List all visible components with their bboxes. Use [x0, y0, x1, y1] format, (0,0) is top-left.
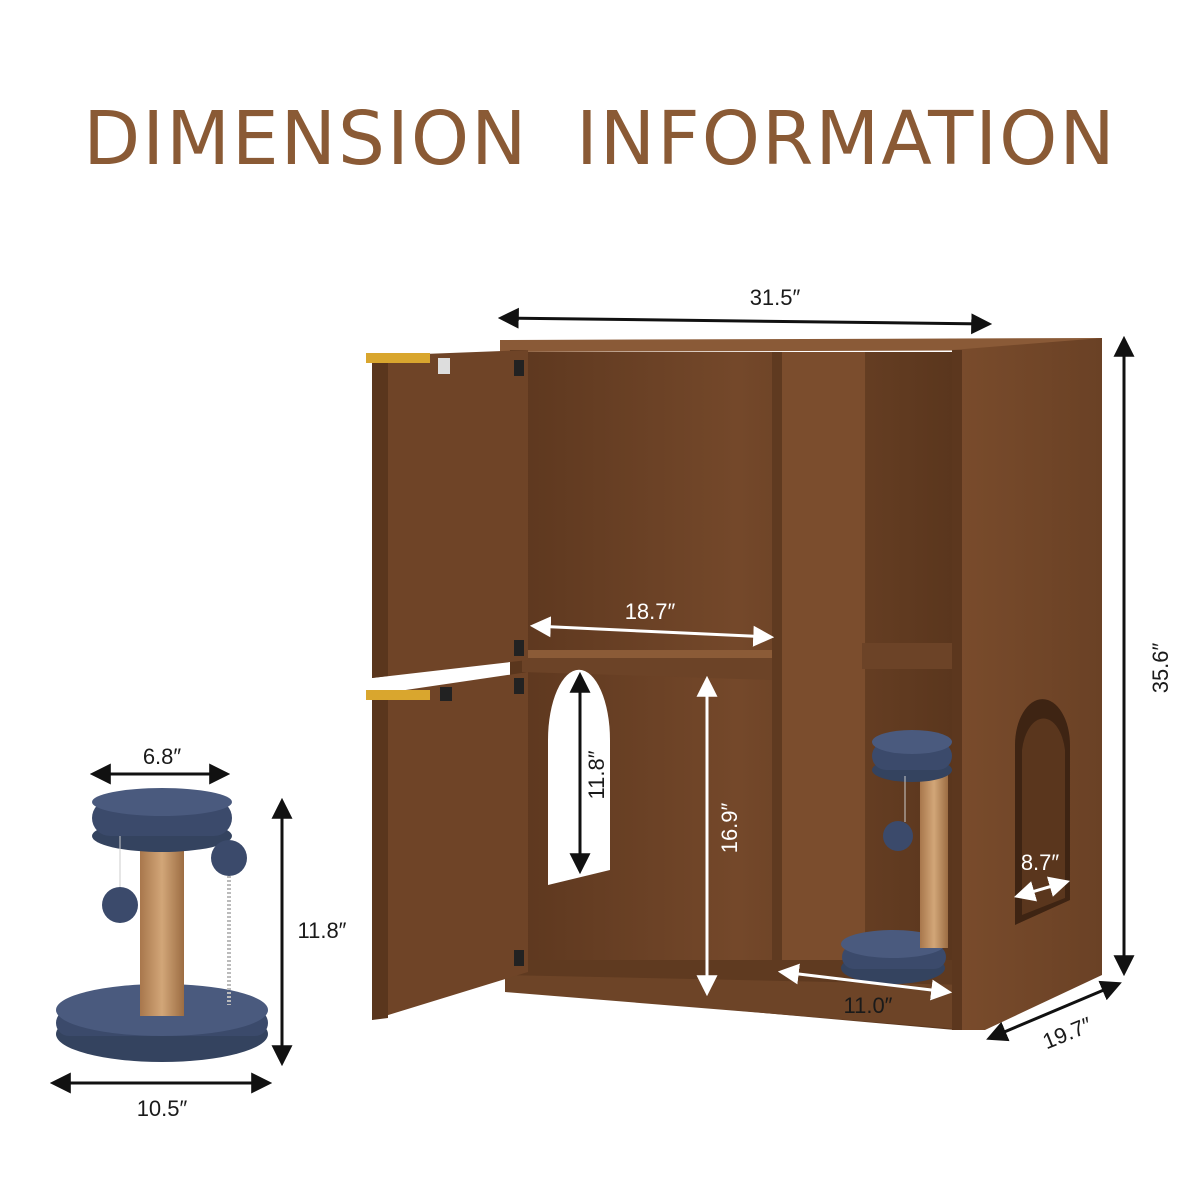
dim-side-floor: 11.0″	[844, 993, 893, 1018]
cat-tree	[56, 788, 268, 1062]
dim-lower-height: 16.9″	[717, 802, 742, 853]
dim-tree-height: 11.8″	[298, 918, 347, 943]
cabinet-side-panel	[952, 338, 1102, 1030]
dim-side-hole: 8.7″	[1021, 850, 1060, 875]
upper-door[interactable]	[366, 350, 528, 678]
lower-door-hinge	[366, 690, 430, 700]
dim-cabinet-width: 31.5″	[750, 285, 801, 310]
dimension-lines: 31.5″ 35.6″ 19.7″ 18.7″ 11.8″ 16.9″ 11.0…	[49, 285, 1173, 1121]
cabinet-divider	[772, 352, 865, 1000]
lower-door[interactable]	[366, 672, 528, 1020]
dim-shelf-width: 18.7″	[625, 599, 676, 624]
pom-ball-right	[211, 840, 247, 876]
pom-ball-left	[102, 887, 138, 923]
dim-cabinet-height: 35.6″	[1148, 642, 1173, 693]
dim-tree-top: 6.8″	[143, 744, 182, 769]
cabinet-top	[500, 338, 1102, 352]
cat-cabinet	[366, 338, 1102, 1030]
dim-arch-height: 11.8″	[584, 750, 609, 799]
page-title: DIMENSION INFORMATION	[83, 96, 1117, 182]
dim-cabinet-depth: 19.7″	[1039, 1012, 1095, 1054]
upper-door-hinge	[366, 353, 430, 363]
cat-tree-post	[140, 830, 184, 1016]
dim-tree-base: 10.5″	[137, 1096, 188, 1121]
cabinet-right-shelf	[862, 643, 952, 669]
